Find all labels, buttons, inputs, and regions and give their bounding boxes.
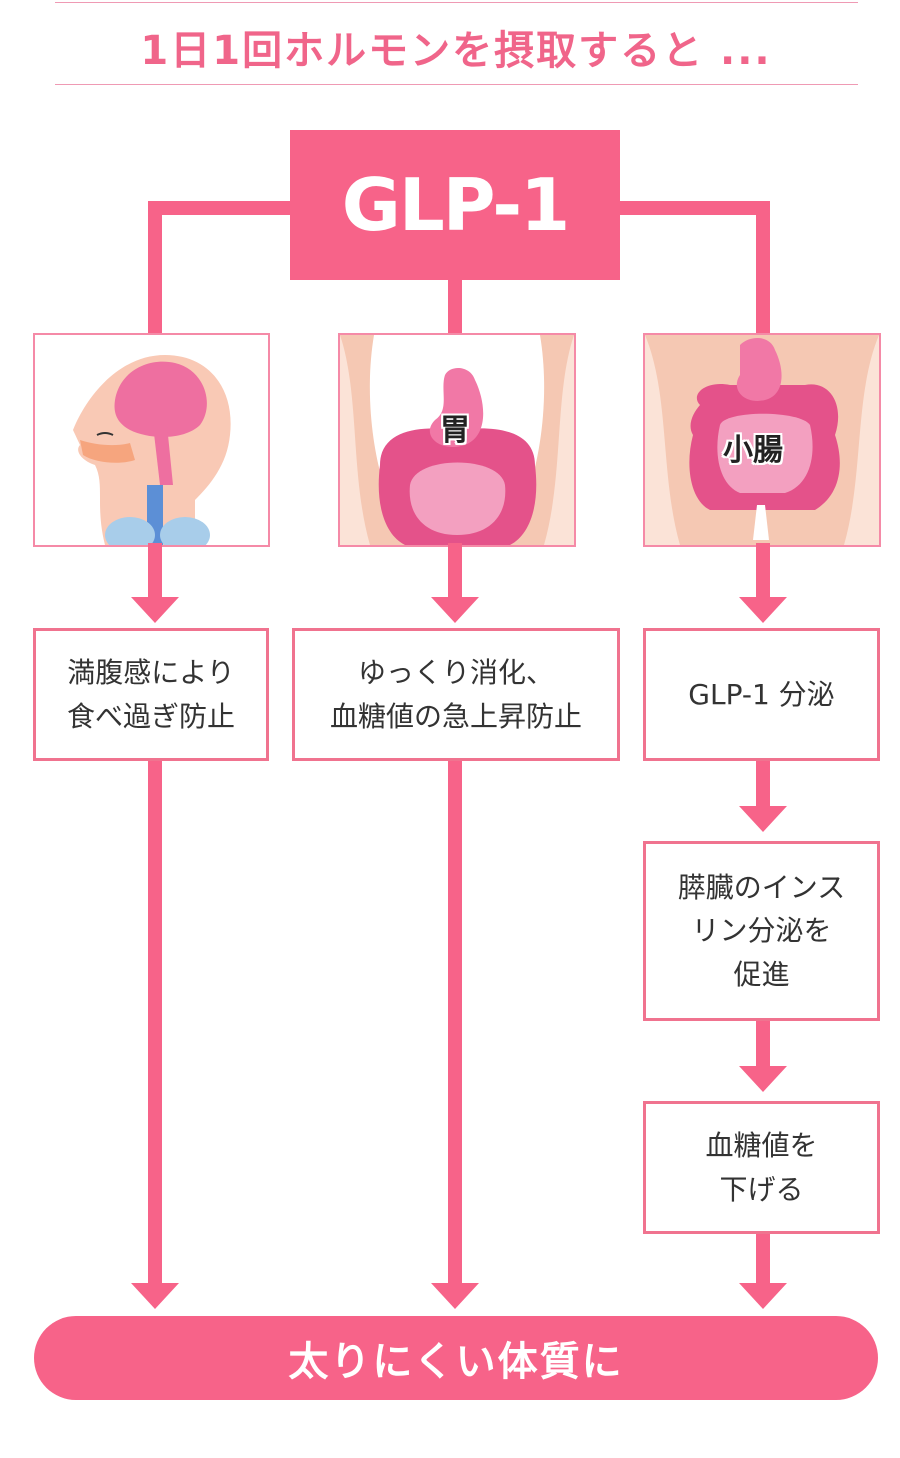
connector-center-vertical (448, 280, 462, 333)
intestine-icon (645, 335, 879, 545)
effect-glp1-secretion-box: GLP-1 分泌 (643, 628, 880, 761)
stomach-label: 胃 (440, 413, 470, 448)
connector-left-long (148, 761, 162, 1284)
arrow-intestine (739, 597, 787, 623)
brain-illustration (33, 333, 270, 547)
glp1-box: GLP-1 (290, 130, 620, 280)
arrow-right-2 (739, 1066, 787, 1092)
bottom-divider (55, 84, 858, 85)
connector-right-1 (756, 761, 770, 807)
effect-insulin-box: 膵臓のインス リン分泌を 促進 (643, 841, 880, 1021)
effect-satiety-box: 満腹感により 食べ過ぎ防止 (33, 628, 269, 761)
arrow-brain (131, 597, 179, 623)
connector-brain-down (148, 543, 162, 598)
intestine-illustration: 小腸 (643, 333, 881, 547)
connector-right-3 (756, 1234, 770, 1284)
arrow-center-result (431, 1283, 479, 1309)
effect-digestion-box: ゆっくり消化、 血糖値の急上昇防止 (292, 628, 620, 761)
connector-right-2 (756, 1021, 770, 1067)
connector-center-long (448, 761, 462, 1284)
connector-left-vertical (148, 201, 162, 333)
connector-right-horizontal (620, 201, 770, 215)
connector-left-horizontal (148, 201, 291, 215)
arrow-right-3 (739, 1283, 787, 1309)
head-profile-icon (73, 355, 231, 545)
arrow-right-1 (739, 806, 787, 832)
arrow-left-result (131, 1283, 179, 1309)
page-title: 1日1回ホルモンを摂取すると ... (140, 28, 772, 74)
stomach-icon (340, 335, 574, 545)
result-banner: 太りにくい体質に (34, 1316, 878, 1400)
connector-intestine-down (756, 543, 770, 598)
intestine-label: 小腸 (723, 433, 783, 468)
connector-right-vertical (756, 201, 770, 333)
connector-stomach-down (448, 543, 462, 598)
arrow-stomach (431, 597, 479, 623)
stomach-illustration: 胃 (338, 333, 576, 547)
top-divider (55, 2, 858, 3)
effect-blood-sugar-box: 血糖値を 下げる (643, 1101, 880, 1234)
